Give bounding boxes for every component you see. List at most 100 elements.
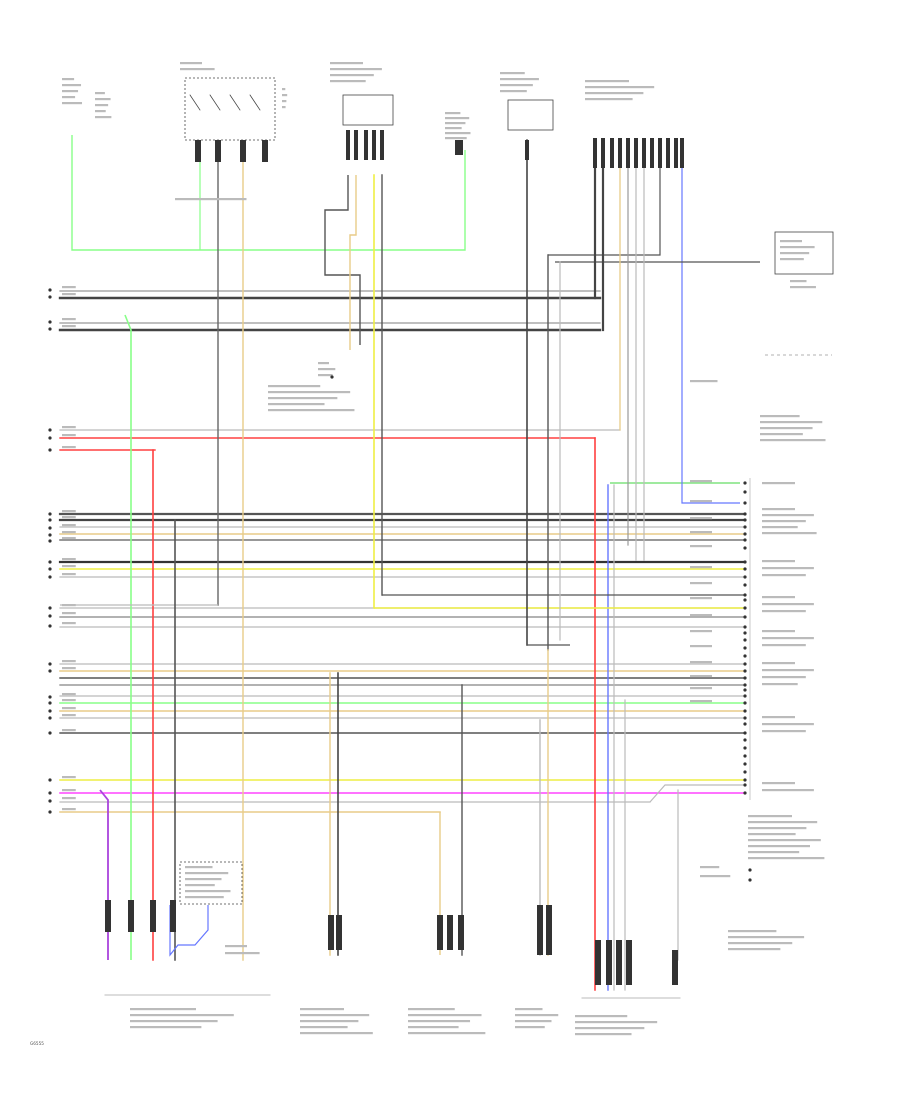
label-placeholder [445, 117, 470, 120]
label-placeholder [268, 397, 338, 400]
connector-block [601, 138, 605, 168]
label-placeholder [760, 421, 823, 424]
label-placeholder [282, 106, 286, 109]
label-placeholder [760, 433, 803, 436]
connector-block [105, 900, 111, 932]
connector-block [364, 130, 368, 160]
connector-pin [743, 746, 747, 750]
label-placeholder [62, 789, 76, 792]
label-placeholder [762, 532, 817, 535]
connector-pin [743, 694, 747, 698]
label-placeholder [515, 1008, 543, 1011]
connector-pin [743, 598, 747, 602]
connector-pin [743, 791, 747, 795]
connector-pin [743, 481, 747, 485]
label-placeholder [748, 833, 796, 836]
connector-pin [48, 731, 52, 735]
connector-pin [48, 295, 52, 299]
connector-block [650, 138, 654, 168]
label-placeholder [762, 526, 798, 529]
label-placeholder [95, 116, 112, 119]
connector-pin [48, 709, 52, 713]
connector-pin [743, 512, 747, 516]
label-placeholder [95, 92, 105, 95]
label-placeholder [130, 1008, 196, 1011]
label-placeholder [748, 845, 810, 848]
label-placeholder [185, 890, 231, 893]
label-placeholder [762, 603, 814, 606]
label-placeholder [62, 78, 75, 81]
connector-block [658, 138, 662, 168]
label-placeholder [762, 676, 806, 679]
label-placeholder [62, 612, 76, 615]
label-placeholder [762, 610, 806, 613]
connector-block [595, 940, 601, 985]
wire-purple [99, 789, 109, 960]
connector-pin [48, 716, 52, 720]
connector-pin [48, 624, 52, 628]
label-placeholder [762, 662, 795, 665]
label-placeholder [690, 582, 712, 585]
label-placeholder [762, 630, 795, 633]
label-placeholder [300, 1008, 344, 1011]
label-placeholder [762, 560, 795, 563]
label-placeholder [180, 62, 202, 65]
connector-pin [48, 526, 52, 530]
label-placeholder [445, 127, 462, 130]
label-placeholder [500, 72, 525, 75]
label-placeholder [762, 508, 795, 511]
label-placeholder [690, 597, 712, 600]
label-placeholder [762, 782, 795, 785]
connector-pin [48, 606, 52, 610]
label-placeholder [748, 815, 792, 818]
label-placeholder [185, 884, 215, 887]
label-placeholder [760, 439, 826, 442]
connector-pin [48, 662, 52, 666]
connector-pin [743, 575, 747, 579]
label-placeholder [62, 693, 76, 696]
label-placeholder [690, 517, 712, 520]
connector-block [634, 138, 638, 168]
label-placeholder [748, 857, 825, 860]
label-placeholder [180, 68, 215, 71]
label-placeholder [690, 675, 712, 678]
connector-block [672, 950, 678, 985]
label-placeholder [62, 558, 76, 561]
connector-block [618, 138, 622, 168]
page-code: G6555 [30, 1041, 44, 1046]
label-placeholder [318, 368, 336, 371]
label-placeholder [500, 90, 527, 93]
label-placeholder [585, 92, 644, 95]
label-placeholder [62, 90, 79, 93]
connector-pin [743, 638, 747, 642]
label-placeholder [185, 878, 222, 881]
label-placeholder [62, 293, 76, 296]
label-placeholder [585, 98, 633, 101]
label-placeholder [748, 851, 800, 854]
label-placeholder [408, 1032, 486, 1035]
label-placeholder [185, 872, 229, 875]
label-placeholder [300, 1020, 359, 1023]
label-placeholder [780, 246, 815, 249]
connector-pin [743, 567, 747, 571]
label-placeholder [762, 730, 806, 733]
label-placeholder [748, 827, 807, 830]
label-placeholder [62, 516, 76, 519]
connector-block [666, 138, 670, 168]
label-placeholder [330, 80, 366, 83]
connector-pin [48, 539, 52, 543]
label-placeholder [62, 729, 76, 732]
connector-pin [743, 709, 747, 713]
label-placeholder [762, 723, 814, 726]
connector-pin [48, 320, 52, 324]
label-placeholder [268, 409, 355, 412]
connector-pin [48, 448, 52, 452]
label-placeholder [330, 74, 374, 77]
wire-green-top [71, 135, 466, 251]
label-placeholder [62, 660, 76, 663]
connector-pin [743, 716, 747, 720]
switch-contact [249, 94, 261, 111]
label-placeholder [330, 68, 382, 71]
connector-block [328, 915, 334, 950]
